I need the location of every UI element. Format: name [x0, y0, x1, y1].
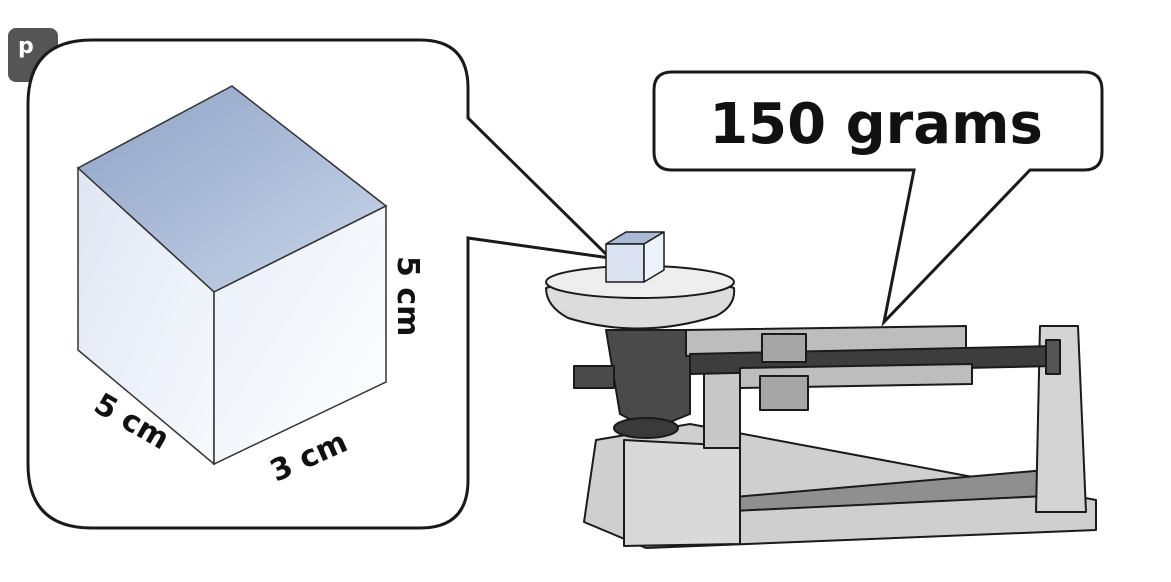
balance-base-front: [623, 439, 741, 547]
balance-pillar: [703, 363, 741, 449]
pan-support: [605, 329, 691, 431]
cube-right-face: [213, 204, 387, 466]
beam-end-pointer: [1045, 339, 1061, 375]
cube-large: [76, 85, 388, 466]
cube-height-label: 5 cm: [390, 256, 425, 336]
cube-on-pan: [605, 231, 665, 283]
triple-beam-balance: [545, 231, 1097, 549]
pan-support-foot: [613, 417, 679, 439]
beam-rider-lower: [759, 375, 809, 411]
reading-callout-bubble: [652, 70, 1104, 327]
pan-post-knob: [573, 365, 615, 389]
scale-reading-text: 150 grams: [709, 92, 1043, 157]
beam-rider-upper: [761, 333, 807, 363]
